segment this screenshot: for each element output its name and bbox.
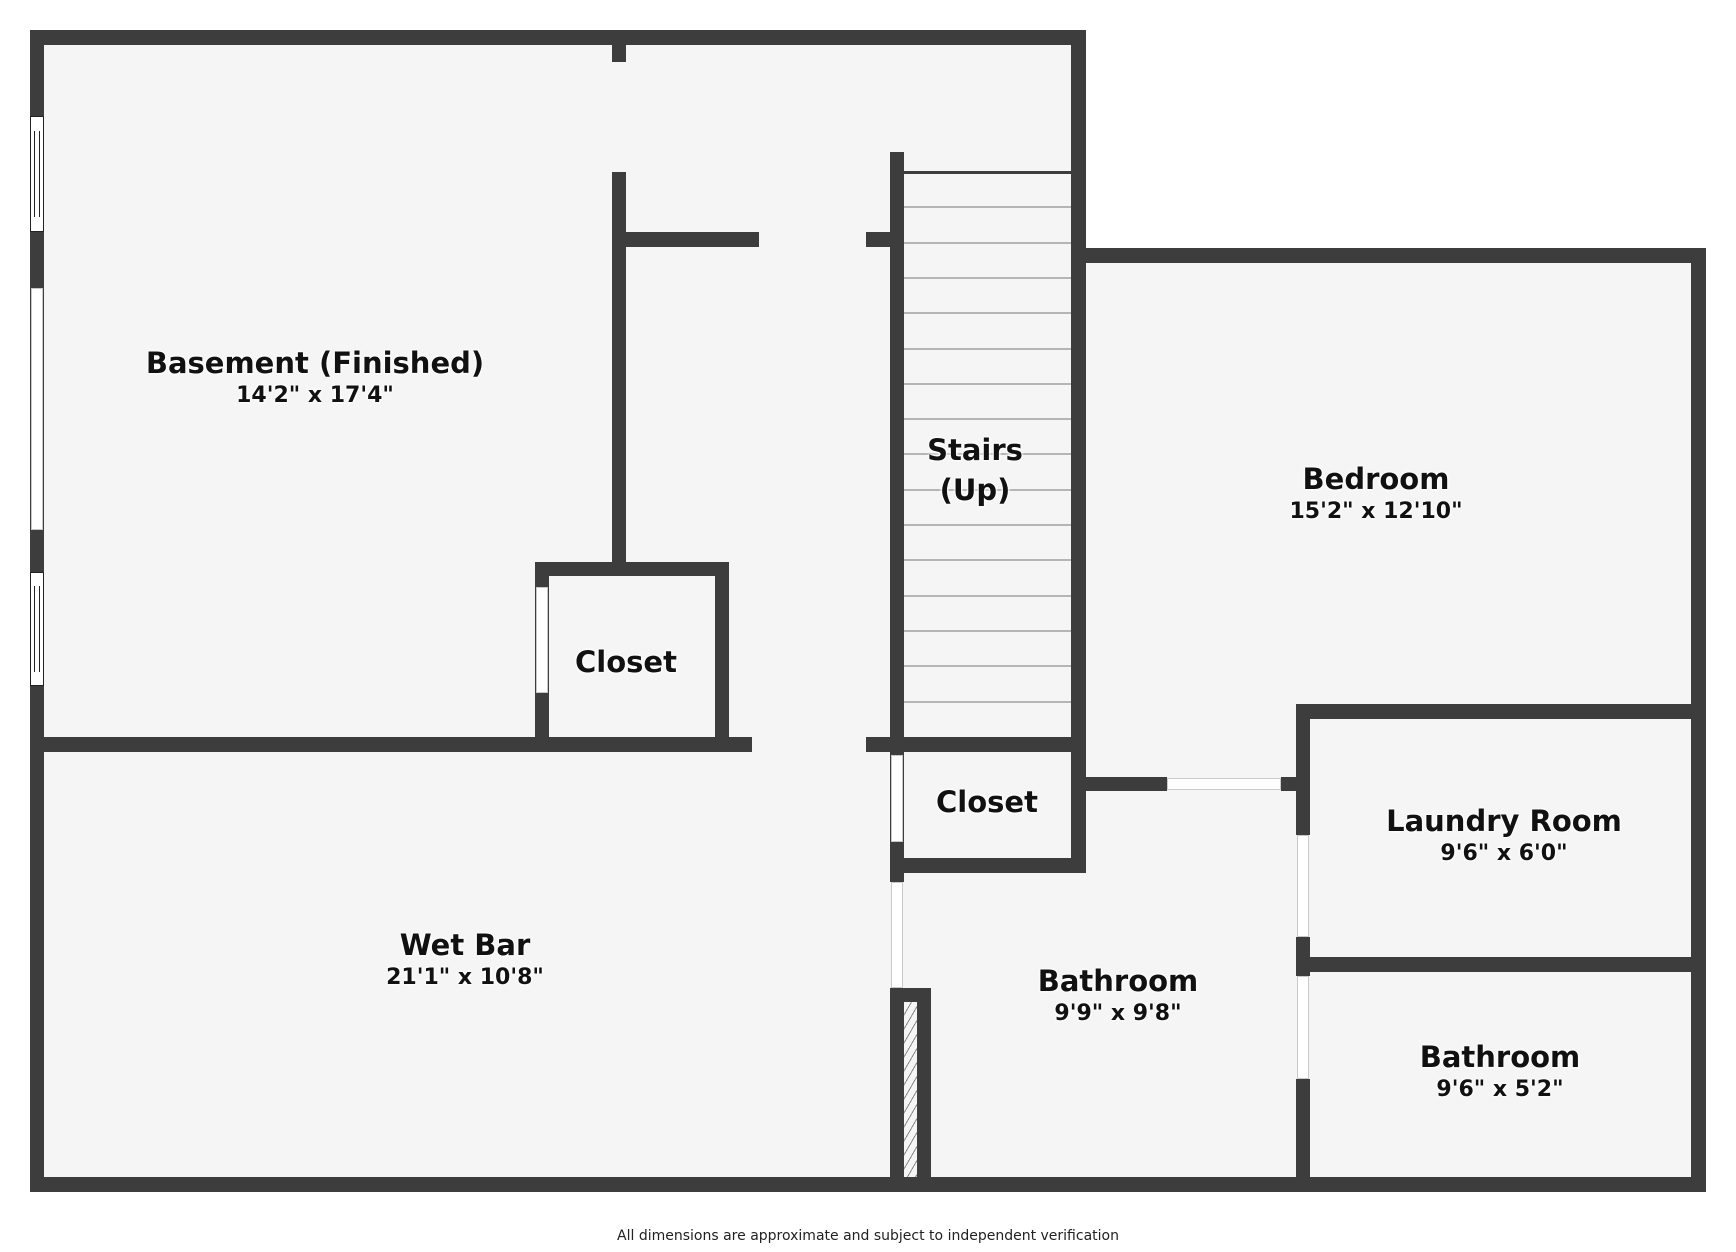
wall-outer-right [1691, 248, 1706, 1192]
room-label-bedroom: Bedroom 15'2" x 12'10" [1289, 461, 1462, 527]
hatched-chase [904, 1002, 917, 1177]
wall-closet2-bottom [890, 858, 1086, 873]
room-dimensions: 14'2" x 17'4" [236, 383, 394, 408]
floor-east [1070, 248, 1706, 1192]
room-dimensions: 9'9" x 9'8" [1054, 1001, 1182, 1026]
stair-tread [904, 206, 1071, 208]
room-label-closet-2: Closet [936, 784, 1038, 820]
wall-laundry-top [1296, 704, 1706, 719]
room-label-closet-1: Closet [575, 644, 677, 680]
stair-tread [904, 595, 1071, 597]
room-name: Bathroom [1419, 1040, 1581, 1074]
room-label-wet-bar: Wet Bar 21'1" x 10'8" [386, 927, 544, 993]
room-name: Basement (Finished) [145, 346, 485, 380]
wall-closet1-top [535, 562, 729, 576]
disclaimer-footer: All dimensions are approximate and subje… [617, 1228, 1119, 1244]
stair-tread [904, 701, 1071, 703]
stair-tread [904, 559, 1071, 561]
room-dimensions: 9'6" x 6'0" [1440, 841, 1568, 866]
bedroom-door-opening [1167, 778, 1281, 790]
room-dimensions: 21'1" x 10'8" [386, 965, 544, 990]
wall-bedroom-top [1071, 248, 1706, 263]
room-name: Stairs [927, 433, 1023, 467]
wall-stub-right [866, 232, 896, 247]
room-dimensions: 9'6" x 5'2" [1436, 1077, 1564, 1102]
bathroom2-door-opening [1297, 976, 1309, 1079]
wall-laundry-left-upper [1296, 704, 1310, 835]
room-name: Laundry Room [1386, 804, 1622, 838]
stair-tread [904, 348, 1071, 350]
room-label-bathroom-2: Bathroom 9'6" x 5'2" [1420, 1039, 1581, 1105]
wall-hatched-right [917, 988, 931, 1192]
wall-outer-bottom [30, 1177, 1706, 1192]
window-left-lower [30, 572, 44, 686]
room-name: Closet [936, 785, 1038, 819]
room-name: Bedroom [1302, 462, 1450, 496]
wall-stub-horizontal [612, 232, 759, 247]
room-label-stairs: Stairs (Up) [927, 430, 1023, 510]
closet2-door-opening [891, 755, 903, 842]
stair-tread [904, 277, 1071, 279]
room-dimensions: 15'2" x 12'10" [1289, 499, 1463, 524]
laundry-door-opening [1297, 835, 1309, 937]
room-label-basement: Basement (Finished) 14'2" x 17'4" [146, 345, 484, 411]
wall-hatched-top [890, 988, 931, 1002]
wall-stair-right [1071, 30, 1086, 872]
room-name: Wet Bar [399, 928, 531, 962]
stair-tread [904, 630, 1071, 632]
wall-bath2-left-lower [1296, 1079, 1310, 1192]
stair-tread [904, 665, 1071, 667]
stair-tread [904, 524, 1071, 526]
stair-tread [904, 312, 1071, 314]
wall-bath1-top-left [1071, 777, 1167, 791]
stair-tread [904, 383, 1071, 385]
stair-tread [904, 453, 1071, 455]
room-label-bathroom-1: Bathroom 9'9" x 9'8" [1038, 963, 1199, 1029]
wall-west-lower [890, 988, 904, 1192]
wall-divider-left [30, 737, 752, 752]
room-label-laundry: Laundry Room 9'6" x 6'0" [1386, 803, 1622, 869]
room-name: Bathroom [1037, 964, 1199, 998]
window-left-upper [30, 116, 44, 232]
stair-top-edge [904, 171, 1071, 174]
wall-closet1-right [715, 562, 729, 752]
stair-tread [904, 418, 1071, 420]
wall-outer-top [30, 30, 1086, 45]
room-name-line2: (Up) [939, 473, 1011, 507]
wall-laundry-bath-divider [1296, 957, 1706, 972]
wall-stub-top [612, 30, 626, 62]
wall-stair-left [890, 152, 904, 882]
closet1-door-opening [536, 587, 548, 693]
stair-tread [904, 489, 1071, 491]
opening-left [31, 288, 43, 530]
wall-divider-right [866, 737, 1086, 752]
room-name: Closet [575, 645, 677, 679]
wall-basement-vertical [612, 172, 626, 576]
bathroom1-door-opening-west [891, 882, 903, 988]
stair-tread [904, 242, 1071, 244]
